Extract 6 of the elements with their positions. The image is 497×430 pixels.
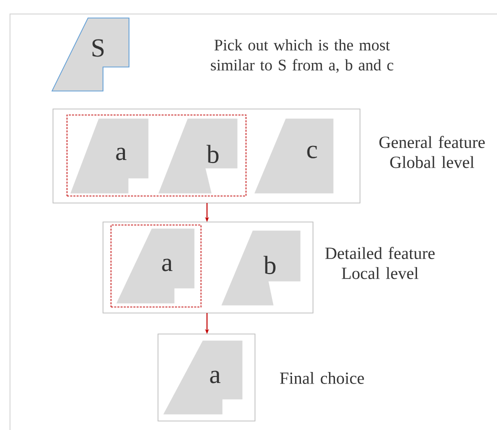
- selection-box: [110, 224, 202, 308]
- stage-label: Detailed feature Local level: [325, 246, 435, 280]
- stage-label: Final choice: [280, 372, 364, 384]
- instruction-text: Pick out which is the most similar to S from a, b and c: [210, 39, 394, 73]
- selection-box: [66, 114, 246, 196]
- stage-label: General feature Global level: [379, 136, 485, 168]
